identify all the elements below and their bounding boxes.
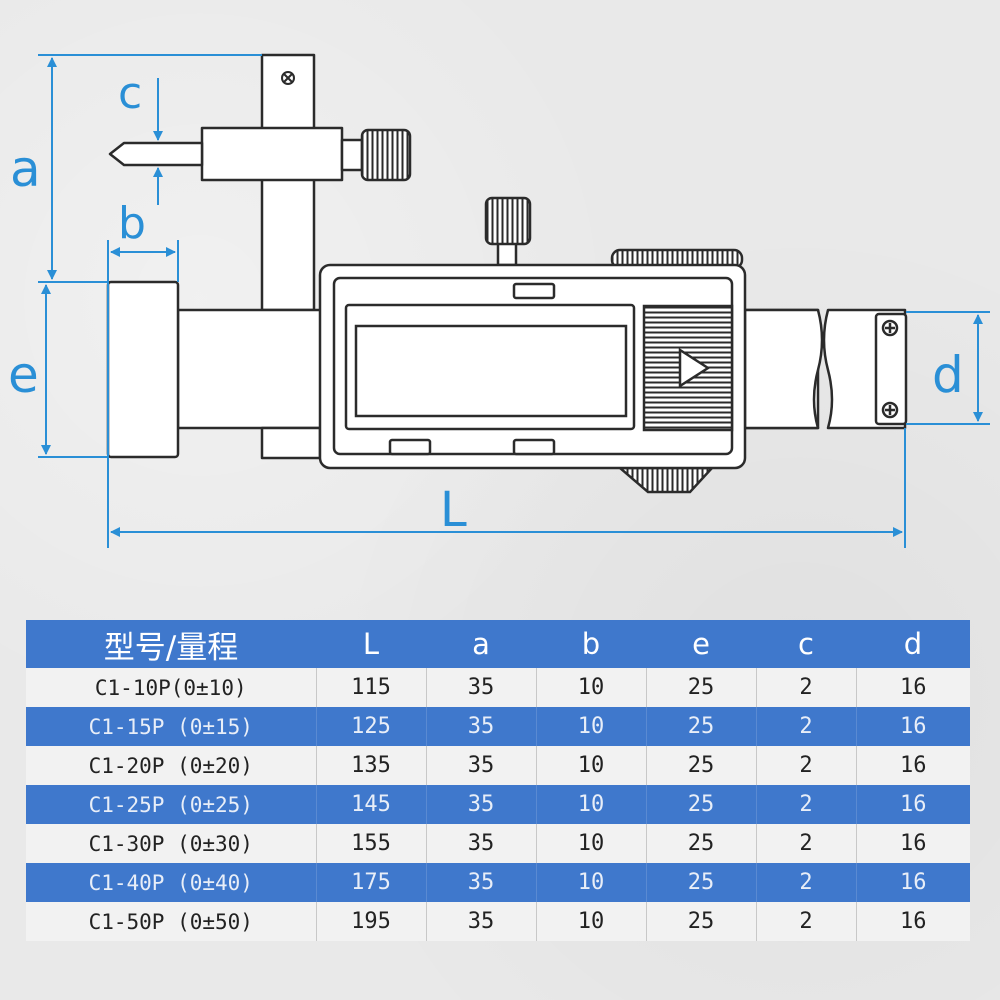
cell-b: 10 bbox=[536, 668, 647, 707]
cell-c: 2 bbox=[756, 746, 857, 785]
table-row: C1-10P(0±10) 115 35 10 25 2 16 bbox=[26, 668, 970, 707]
cell-e: 25 bbox=[646, 902, 757, 941]
table-row: C1-40P (0±40) 175 35 10 25 2 16 bbox=[26, 863, 970, 902]
cell-d: 16 bbox=[856, 746, 970, 785]
dim-label-a: a bbox=[10, 140, 41, 198]
header-d: d bbox=[856, 620, 970, 668]
bottom-wheel-icon bbox=[616, 466, 715, 494]
table-row: C1-30P (0±30) 155 35 10 25 2 16 bbox=[26, 824, 970, 863]
button-right bbox=[512, 438, 556, 456]
cell-e: 25 bbox=[646, 668, 757, 707]
cell-d: 16 bbox=[856, 668, 970, 707]
cell-b: 10 bbox=[536, 785, 647, 824]
button-top bbox=[512, 282, 556, 300]
cell-L: 175 bbox=[316, 863, 427, 902]
header-e: e bbox=[646, 620, 756, 668]
display-housing bbox=[318, 263, 747, 470]
knurled-knob-icon bbox=[360, 128, 412, 182]
dim-label-b: b bbox=[118, 198, 146, 249]
header-model-range: 型号/量程 bbox=[26, 620, 316, 668]
cell-b: 10 bbox=[536, 863, 647, 902]
top-knob-icon bbox=[484, 196, 532, 246]
cell-model: C1-40P (0±40) bbox=[26, 863, 317, 902]
cell-L: 125 bbox=[316, 707, 427, 746]
cell-L: 135 bbox=[316, 746, 427, 785]
cell-a: 35 bbox=[426, 746, 537, 785]
cell-L: 195 bbox=[316, 902, 427, 941]
scale-beam-end bbox=[743, 308, 824, 430]
table-row: C1-20P (0±20) 135 35 10 25 2 16 bbox=[26, 746, 970, 785]
cell-L: 115 bbox=[316, 668, 427, 707]
gauge-technical-drawing: c a b e d L bbox=[8, 53, 990, 548]
dim-label-e: e bbox=[8, 346, 39, 404]
cell-model: C1-50P (0±50) bbox=[26, 902, 317, 941]
lower-step bbox=[260, 426, 322, 460]
lcd-screen bbox=[354, 324, 628, 418]
cell-c: 2 bbox=[756, 863, 857, 902]
play-arrow-icon bbox=[678, 347, 711, 389]
table-row: C1-25P (0±25) 145 35 10 25 2 16 bbox=[26, 785, 970, 824]
dimension-lines bbox=[38, 54, 990, 548]
cell-a: 35 bbox=[426, 785, 537, 824]
header-L: L bbox=[316, 620, 426, 668]
cell-model: C1-15P (0±15) bbox=[26, 707, 317, 746]
cell-model: C1-20P (0±20) bbox=[26, 746, 317, 785]
cell-c: 2 bbox=[756, 902, 857, 941]
cell-a: 35 bbox=[426, 902, 537, 941]
cell-model: C1-25P (0±25) bbox=[26, 785, 317, 824]
spec-table: 型号/量程 L a b e c d C1-10P(0±10) 115 35 10… bbox=[26, 620, 970, 941]
table-header-row: 型号/量程 L a b e c d bbox=[26, 620, 970, 668]
dim-label-L: L bbox=[440, 482, 467, 538]
cell-e: 25 bbox=[646, 863, 757, 902]
cell-b: 10 bbox=[536, 746, 647, 785]
header-b: b bbox=[536, 620, 646, 668]
cell-e: 25 bbox=[646, 707, 757, 746]
dim-label-c: c bbox=[118, 68, 142, 119]
probe-tip bbox=[108, 141, 204, 167]
cell-d: 16 bbox=[856, 785, 970, 824]
cell-a: 35 bbox=[426, 668, 537, 707]
cell-a: 35 bbox=[426, 863, 537, 902]
cell-a: 35 bbox=[426, 707, 537, 746]
dim-label-d: d bbox=[932, 346, 964, 404]
cell-L: 145 bbox=[316, 785, 427, 824]
cell-b: 10 bbox=[536, 902, 647, 941]
table-row: C1-50P (0±50) 195 35 10 25 2 16 bbox=[26, 902, 970, 941]
header-c: c bbox=[756, 620, 856, 668]
cell-b: 10 bbox=[536, 707, 647, 746]
header-a: a bbox=[426, 620, 536, 668]
cell-d: 16 bbox=[856, 824, 970, 863]
cell-e: 25 bbox=[646, 785, 757, 824]
foot-block bbox=[106, 280, 180, 459]
end-cap bbox=[874, 312, 908, 426]
vertical-post bbox=[260, 53, 316, 312]
probe-carriage bbox=[200, 126, 344, 182]
cell-c: 2 bbox=[756, 785, 857, 824]
cell-c: 2 bbox=[756, 707, 857, 746]
cell-b: 10 bbox=[536, 824, 647, 863]
cell-L: 155 bbox=[316, 824, 427, 863]
cell-model: C1-30P (0±30) bbox=[26, 824, 317, 863]
cell-d: 16 bbox=[856, 863, 970, 902]
cell-d: 16 bbox=[856, 707, 970, 746]
cell-c: 2 bbox=[756, 668, 857, 707]
cell-e: 25 bbox=[646, 824, 757, 863]
cell-c: 2 bbox=[756, 824, 857, 863]
cell-d: 16 bbox=[856, 902, 970, 941]
screw-icon bbox=[281, 71, 295, 85]
cell-a: 35 bbox=[426, 824, 537, 863]
button-left bbox=[388, 438, 432, 456]
cell-e: 25 bbox=[646, 746, 757, 785]
cell-model: C1-10P(0±10) bbox=[26, 668, 317, 707]
table-row: C1-15P (0±15) 125 35 10 25 2 16 bbox=[26, 707, 970, 746]
